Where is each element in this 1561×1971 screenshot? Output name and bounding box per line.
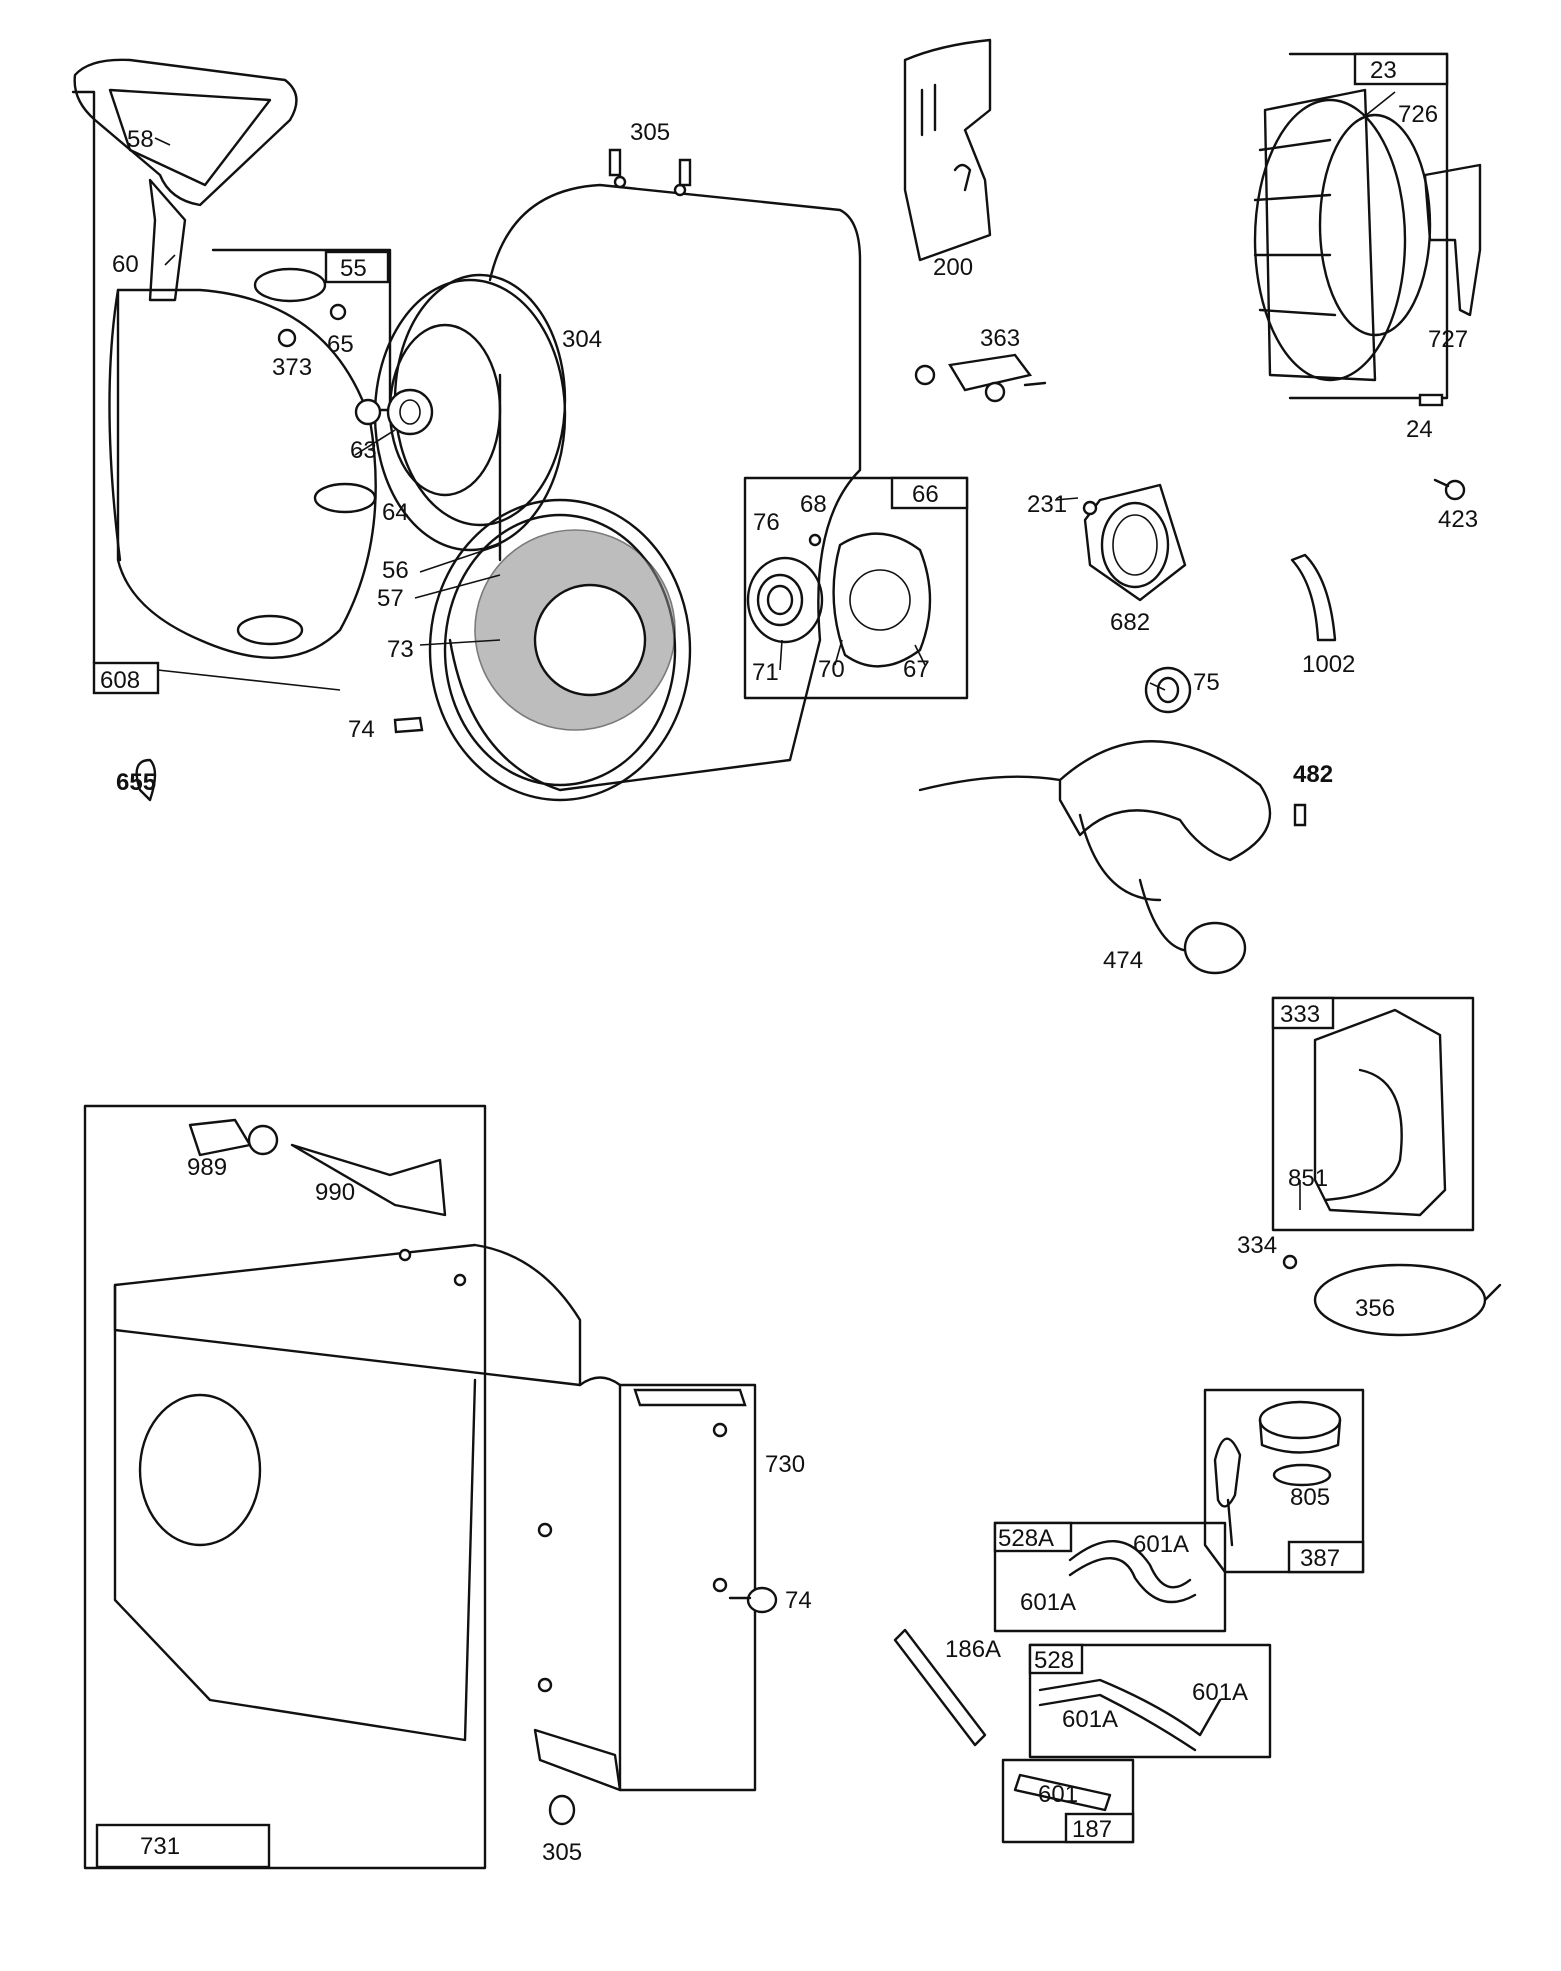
label-601: 601: [1038, 1781, 1078, 1808]
kit-box-731: 731: [83, 1104, 487, 1870]
kit-box-187: 187: [1001, 1758, 1135, 1844]
box-label-528a: 528A: [998, 1525, 1054, 1552]
bracket-200-drawing: [903, 38, 992, 262]
switch-990-drawing: [290, 1143, 447, 1217]
hose-528-drawing: [1038, 1678, 1222, 1752]
label-57: 57: [377, 585, 404, 612]
kit-box-23: 23: [1288, 52, 1449, 400]
leader-lines: [154, 91, 1396, 1210]
housing-731-drawing: [113, 1243, 778, 1826]
adapter-682-drawing: [1082, 483, 1187, 602]
filter-387-drawing: [1213, 1437, 1242, 1547]
label-75: 75: [1193, 669, 1220, 696]
clutch-66-drawing: [746, 532, 932, 668]
armature-474-drawing: [918, 740, 1307, 975]
label-74-top: 74: [348, 716, 375, 743]
label-655: 655: [116, 769, 156, 796]
label-68: 68: [800, 491, 827, 518]
wire-356-drawing: [1282, 1254, 1502, 1337]
label-76: 76: [753, 509, 780, 536]
tube-186a-drawing: [893, 1628, 987, 1747]
hose-187-drawing: [1013, 1773, 1112, 1812]
kit-box-387: 387: [1203, 1388, 1365, 1574]
label-363: 363: [980, 325, 1020, 352]
label-70: 70: [818, 656, 845, 683]
label-601a-2: 601A: [1020, 1589, 1076, 1616]
hose-528a-drawing: [1068, 1540, 1197, 1604]
label-726: 726: [1398, 101, 1438, 128]
label-805: 805: [1290, 1484, 1330, 1511]
label-65: 65: [327, 331, 354, 358]
label-73: 73: [387, 636, 414, 663]
label-60: 60: [112, 251, 139, 278]
label-474: 474: [1103, 947, 1143, 974]
label-334: 334: [1237, 1232, 1277, 1259]
label-1002: 1002: [1302, 651, 1355, 678]
label-990: 990: [315, 1179, 355, 1206]
label-730: 730: [765, 1451, 805, 1478]
label-74-bottom: 74: [785, 1587, 812, 1614]
label-727: 727: [1428, 326, 1468, 353]
label-24: 24: [1406, 416, 1433, 443]
label-601a-3: 601A: [1192, 1679, 1248, 1706]
flywheel-drawing: [1253, 88, 1432, 382]
box-label-731: 731: [140, 1833, 180, 1860]
label-305-bottom: 305: [542, 1839, 582, 1866]
link-363-drawing: [914, 353, 1047, 403]
label-601a-4: 601A: [1062, 1706, 1118, 1733]
box-label-608: 608: [100, 667, 140, 694]
blower-housing-drawing: [135, 148, 862, 802]
box-label-187: 187: [1072, 1816, 1112, 1843]
kit-box-528a: 528A: [993, 1521, 1227, 1633]
label-989: 989: [187, 1154, 227, 1181]
kit-box-66: 66: [743, 476, 969, 700]
label-304: 304: [562, 326, 602, 353]
starter-housing-drawing: [108, 267, 377, 659]
label-56: 56: [382, 557, 409, 584]
label-851: 851: [1288, 1165, 1328, 1192]
label-63: 63: [350, 437, 377, 464]
label-200: 200: [933, 254, 973, 281]
starter-handle-drawing: [73, 58, 298, 302]
switch-989-drawing: [188, 1118, 279, 1157]
kit-box-528: 528: [1028, 1643, 1272, 1759]
label-305-top: 305: [630, 119, 670, 146]
pulley-drawing: [354, 273, 567, 562]
screen-727-drawing: [1423, 163, 1482, 317]
label-231: 231: [1027, 491, 1067, 518]
box-label-23: 23: [1370, 57, 1397, 84]
label-58: 58: [127, 126, 154, 153]
kit-box-333: 333: [1271, 996, 1475, 1232]
part-number-labels: 58 60 373 65 63 64 56 57 73 74 655 305 3…: [112, 101, 1478, 1866]
hose-1002-drawing: [1290, 553, 1337, 642]
shield-333-drawing: [1313, 1008, 1447, 1217]
box-label-528: 528: [1034, 1647, 1074, 1674]
label-356: 356: [1355, 1295, 1395, 1322]
seal-75-drawing: [1144, 666, 1192, 714]
label-64: 64: [382, 499, 409, 526]
label-186a: 186A: [945, 1636, 1001, 1663]
label-482: 482: [1293, 761, 1333, 788]
label-423: 423: [1438, 506, 1478, 533]
label-71: 71: [752, 659, 779, 686]
label-373: 373: [272, 354, 312, 381]
label-67: 67: [903, 656, 930, 683]
box-label-55: 55: [340, 255, 367, 282]
box-label-333: 333: [1280, 1001, 1320, 1028]
box-label-387: 387: [1300, 1545, 1340, 1572]
kit-box-608: 608: [71, 90, 341, 695]
label-601a-1: 601A: [1133, 1531, 1189, 1558]
label-682: 682: [1110, 609, 1150, 636]
box-label-66: 66: [912, 481, 939, 508]
screw-423-drawing: [1433, 478, 1466, 501]
pin-24-drawing: [1418, 393, 1444, 407]
cap-805-drawing: [1258, 1400, 1342, 1487]
